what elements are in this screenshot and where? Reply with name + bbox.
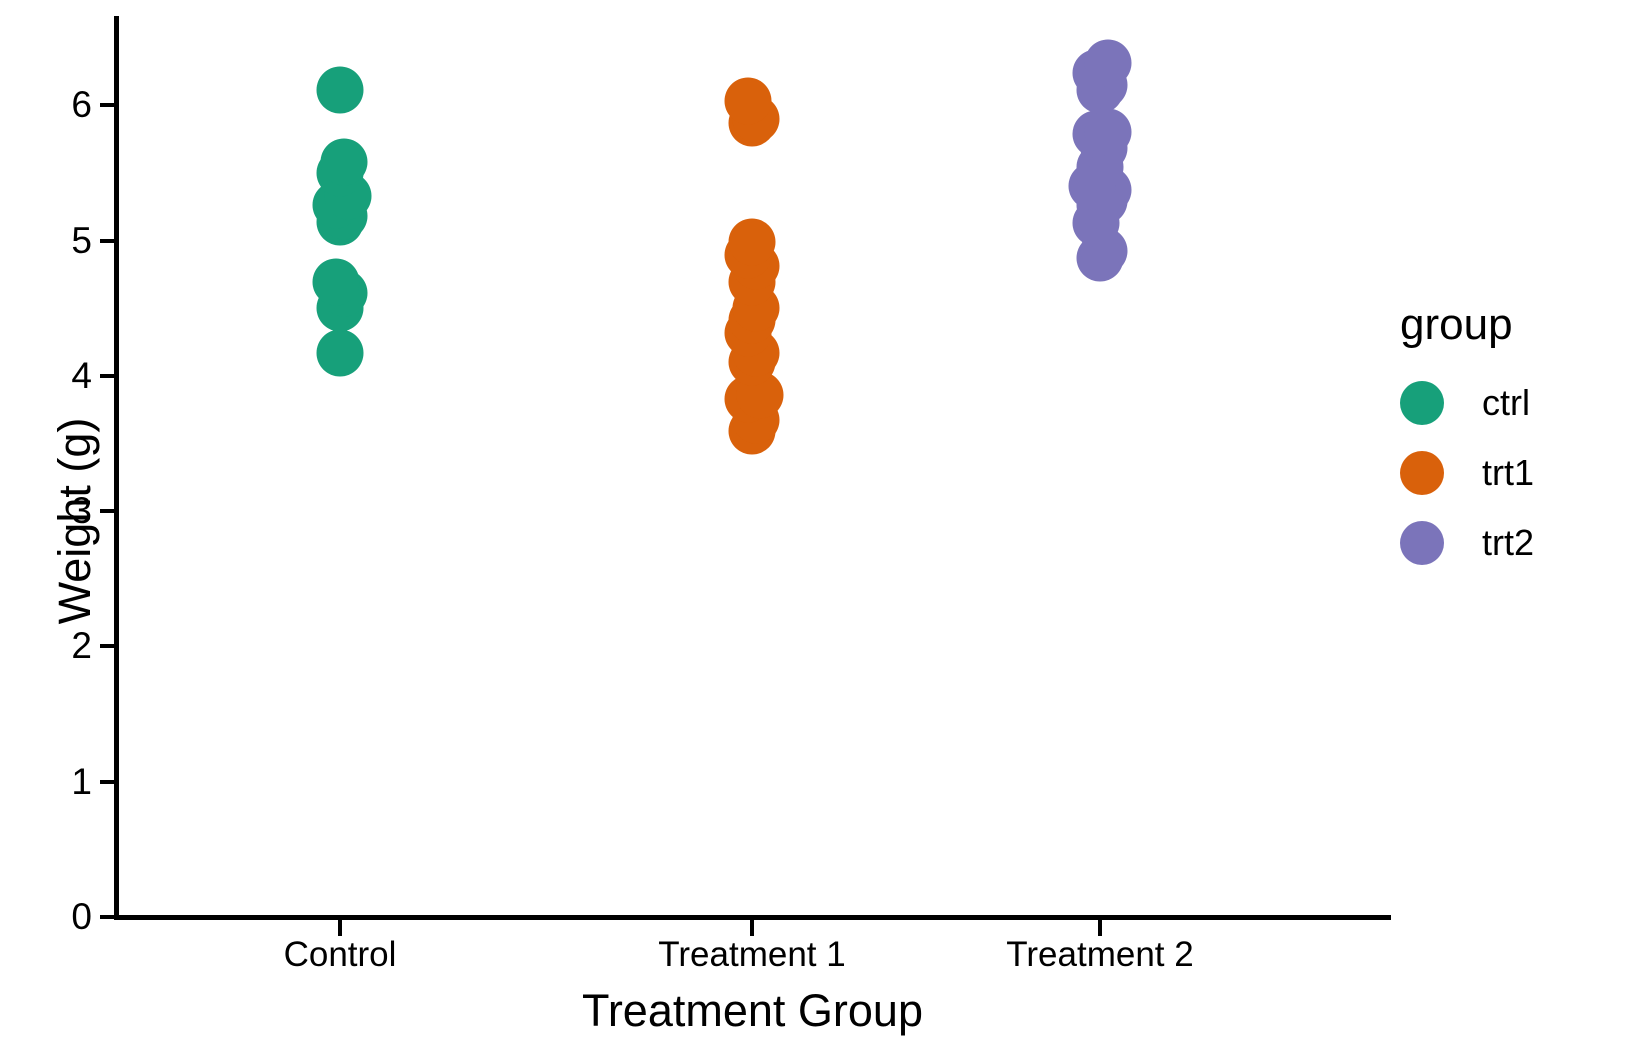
y-tick-label: 1 xyxy=(71,760,92,802)
data-point xyxy=(1084,108,1132,156)
legend-key-swatch-icon xyxy=(1400,451,1444,495)
data-point xyxy=(728,218,776,266)
data-point xyxy=(316,66,364,114)
legend-item-trt2[interactable]: trt2 xyxy=(1400,512,1630,574)
legend-key-swatch-icon xyxy=(1400,521,1444,565)
x-tick-mark xyxy=(750,920,754,936)
data-point xyxy=(724,77,772,125)
x-tick-label: Control xyxy=(283,935,397,974)
y-tick-mark xyxy=(100,373,114,378)
y-tick-mark xyxy=(100,238,114,243)
legend-key-swatch-icon xyxy=(1400,381,1444,425)
data-point xyxy=(316,329,364,377)
legend-item-ctrl[interactable]: ctrl xyxy=(1400,372,1630,434)
y-axis-line xyxy=(114,16,119,920)
data-point xyxy=(312,258,360,306)
x-axis-title: Treatment Group xyxy=(582,985,923,1036)
y-tick-mark xyxy=(100,509,114,514)
y-tick-mark xyxy=(100,915,114,919)
y-tick-mark xyxy=(100,103,114,108)
y-tick-label: 6 xyxy=(71,84,92,126)
legend-item-label: trt2 xyxy=(1482,522,1535,563)
y-tick-mark xyxy=(100,644,114,649)
x-tick-label: Treatment 2 xyxy=(1006,935,1194,974)
y-tick-label: 2 xyxy=(71,625,92,667)
legend-title: group xyxy=(1400,300,1513,349)
data-point xyxy=(1084,39,1132,87)
y-tick-mark xyxy=(100,779,114,784)
y-tick-label: 3 xyxy=(71,490,92,532)
x-tick-label: Treatment 1 xyxy=(658,935,846,974)
y-tick-label: 4 xyxy=(71,354,92,396)
data-point xyxy=(320,138,368,186)
y-axis-title: Weight (g) xyxy=(49,417,100,625)
y-tick-label: 0 xyxy=(71,896,92,937)
x-tick-mark xyxy=(338,920,342,936)
y-tick-label: 5 xyxy=(71,219,92,261)
legend-item-label: trt1 xyxy=(1482,452,1535,493)
legend: group ctrl trt1 trt2 xyxy=(1400,300,1630,582)
legend-items: ctrl trt1 trt2 xyxy=(1400,372,1630,574)
legend-item-label: ctrl xyxy=(1482,382,1530,423)
x-tick-mark xyxy=(1098,920,1102,936)
legend-item-trt1[interactable]: trt1 xyxy=(1400,442,1630,504)
x-axis-line xyxy=(114,915,1391,920)
